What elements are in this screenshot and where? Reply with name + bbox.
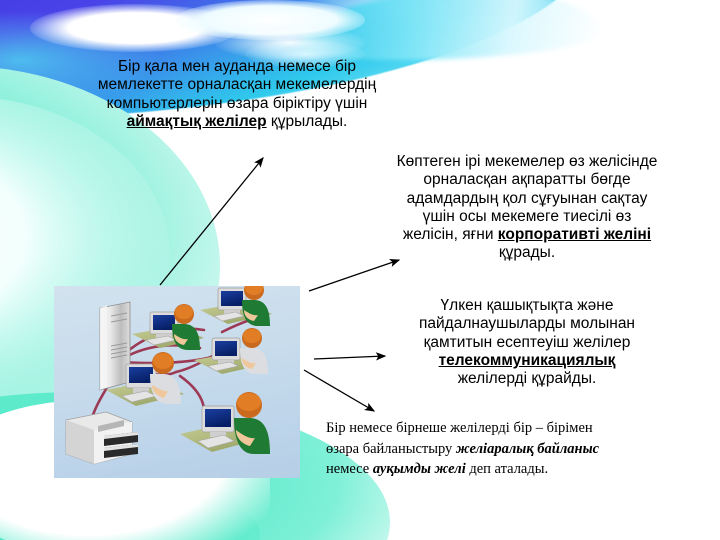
text-line: мемлекетте орналасқан мекемелердің (97, 76, 377, 94)
text-head: немесе (326, 461, 373, 478)
text-line: адамдардың қол сұғуынан сақтау (406, 189, 648, 207)
regional-networks-text: Бір қала мен ауданда немесе бір мемлекет… (92, 58, 382, 131)
text-line: орналасқан ақпаратты бөгде (423, 171, 631, 189)
text-tail: құрылады. (266, 112, 348, 130)
corporate-networks-text: Көптеген ірі мекемелер өз желісінде орна… (352, 153, 702, 263)
user-person (172, 304, 200, 350)
text-head: желісін, яғни (402, 226, 498, 244)
text-line: немесе ауқымды желі деп аталады. (326, 459, 698, 480)
text-line: үшін осы мекемеге тиесілі өз (422, 207, 632, 225)
printer (65, 411, 138, 465)
text-line: Көптеген ірі мекемелер өз желісінде (396, 153, 658, 170)
text-line: құрады. (498, 244, 556, 262)
text-line: компьютерлерін өзара біріктіру үшін (106, 94, 368, 112)
term-internetwork-connection: желіаралық байланыс (455, 440, 600, 457)
server-tower (99, 301, 131, 391)
text-line: пайдалнаушыларды молынан (419, 315, 635, 333)
term-telecommunication-network: телекоммуникациялық (438, 351, 616, 369)
text-line: аймақтық желілер құрылады. (92, 113, 382, 131)
term-wide-area-network: ауқымды желі (372, 461, 466, 478)
user-person (240, 328, 268, 374)
text-line: желілерді құрайды. (457, 370, 597, 388)
text-line: өзара байланыстыру желіаралық байланыс (326, 439, 698, 460)
text-line: желісін, яғни корпоративті желіні (352, 226, 702, 244)
user-person (242, 286, 270, 326)
text-line: қамтитын есептеуіш желілер (423, 333, 631, 351)
text-tail: деп аталады. (465, 461, 549, 478)
text-head: өзара байланыстыру (326, 440, 456, 457)
network-diagram-clipart (54, 286, 300, 478)
network-clipart-svg (65, 286, 272, 465)
text-line: телекоммуникациялық (362, 352, 692, 370)
term-corporate-network: корпоративті желіні (497, 226, 652, 244)
arrow-to-regional (159, 156, 264, 286)
user-person (234, 392, 270, 454)
arrow-to-telecom (313, 352, 387, 361)
internetwork-connection-text: Бір немесе бірнеше желілерді бір – бірім… (326, 418, 698, 480)
user-person (150, 352, 181, 404)
arrow-to-internetwork (303, 369, 376, 412)
telecommunication-networks-text: Үлкен қашықтықта және пайдалнаушыларды м… (362, 297, 692, 388)
text-line: Үлкен қашықтықта және (440, 297, 614, 314)
arrow-to-corporate (308, 259, 401, 292)
text-line: Бір немесе бірнеше желілерді бір – бірім… (326, 420, 593, 436)
term-regional-network: аймақтық желілер (126, 112, 267, 130)
text-line: Бір қала мен ауданда немесе бір (117, 58, 356, 75)
